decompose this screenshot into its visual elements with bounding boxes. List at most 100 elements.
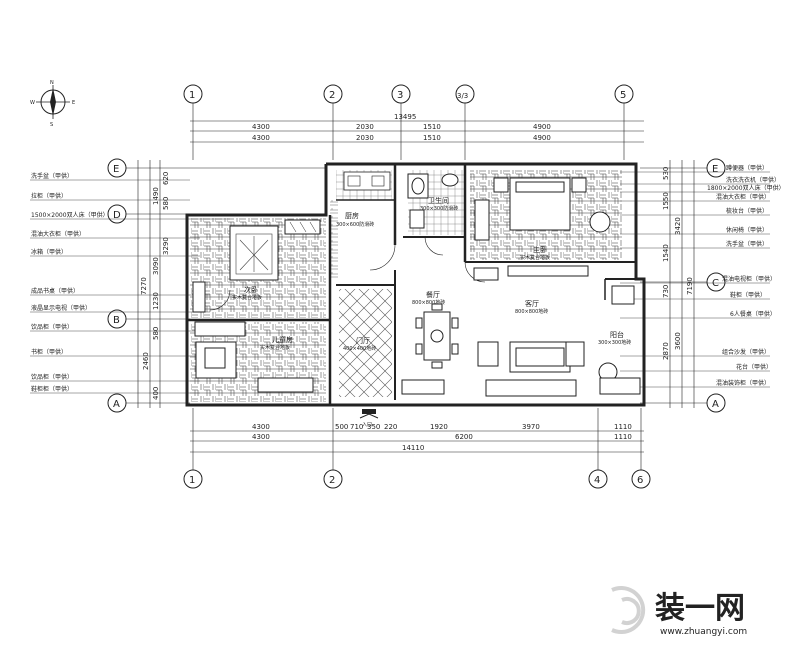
room-second: 次卧 [244,285,258,294]
label-right-1: 洗衣洗衣机（甲供） [726,176,780,184]
room-kids: 儿童房 [272,335,293,344]
room-bathroom: 卫生间 [428,196,449,205]
room-balcony-sub: 300×300地砖 [598,339,631,346]
label-right-5: 休闲椅（甲供） [726,226,768,234]
dim-bot-4300b: 4300 [252,433,270,441]
dim-top-4b: 4900 [533,134,551,142]
dim-top-3b: 1510 [423,134,441,142]
dim-top-2: 2030 [356,123,374,131]
axis-top-3: 3 [397,90,403,101]
axis-right-a: A [712,399,719,410]
dim-top-1: 4300 [252,123,270,131]
axis-top-5: 5 [620,90,626,101]
dim-right-2870: 2870 [662,342,670,360]
left-labels: 洗手盆（甲供） 拉柜（甲供） 1500×2000双人床（甲供） 混油大衣柜（甲供… [30,172,230,394]
label-right-0: 蹲便器（甲供） [726,164,768,172]
room-balcony: 阳台 [610,330,624,339]
top-dimensions: 13495 4300 2030 1510 4900 4300 2030 1510… [190,113,644,143]
room-kids-sub: 实木复合地板 [260,344,290,351]
right-labels: 蹲便器（甲供） 洗衣洗衣机（甲供） 1800×2000双人床（甲供） 混油大衣柜… [620,164,785,388]
dim-bot-3970: 3970 [522,423,540,431]
axis-right-c: C [712,278,719,289]
dim-right-1540: 1540 [662,244,670,262]
axis-top-1: 1 [189,90,195,101]
axis-top-2: 2 [329,90,335,101]
label-right-10: 组合沙发（甲供） [722,348,770,356]
dim-bot-1920: 1920 [430,423,448,431]
label-left-6: 液晶显示电视（甲供） [31,304,91,312]
room-master-sub: 实木复合地板 [520,254,550,261]
room-living-sub: 800×800地砖 [515,308,548,315]
room-bathroom-sub: 300×300防滑砖 [420,205,458,212]
dim-top-total: 13495 [394,113,416,121]
right-axis: E C A 530 1550 1540 730 2870 3420 3600 7… [640,158,726,413]
label-right-7: 混油电视柜（甲供） [722,275,776,283]
label-right-6: 洗手盆（甲供） [726,240,768,248]
dim-left-400: 400 [152,387,160,400]
label-left-9: 饮品柜（甲供） [31,373,73,381]
compass-n: N [50,80,54,86]
dim-right-3600: 3600 [674,332,682,350]
label-right-4: 梳妆台（甲供） [726,207,768,215]
axis-bot-4: 4 [594,475,600,486]
label-right-2: 1800×2000双人床（甲供） [707,184,785,192]
axis-right-e: E [712,164,718,175]
top-axis-bubbles: 1 2 3 3/3 5 [183,84,634,160]
dim-left-1230: 1230 [152,292,160,310]
dim-left-3090: 3090 [152,257,160,275]
room-labels: 厨房 300×600防滑砖 卫生间 300×300防滑砖 主卧 实木复合地板 次… [232,196,631,428]
watermark-logo [611,586,646,634]
dim-left-outer: 7270 [140,277,148,295]
dim-bot-1110a: 1110 [614,423,632,431]
compass: N S W E [30,80,75,128]
bottom-dimensions: 4300 500 710 350 220 1920 3970 1110 4300… [190,423,644,453]
axis-left-b: B [113,315,120,326]
room-dining-sub: 800×800地砖 [412,299,445,306]
axis-left-a: A [113,399,120,410]
entrance-label: 入口 [362,422,372,428]
dim-right-3420: 3420 [674,217,682,235]
label-left-4: 冰箱（甲供） [31,248,67,256]
axis-bot-1: 1 [189,475,195,486]
compass-s: S [50,122,53,128]
watermark-brand: 装一网 [655,591,745,626]
dim-bot-350: 350 [367,423,380,431]
axis-bot-2: 2 [329,475,335,486]
label-left-1: 拉柜（甲供） [31,192,67,200]
room-master: 主卧 [533,245,547,254]
dim-bot-500: 500 [335,423,348,431]
dim-top-3: 1510 [423,123,441,131]
label-left-8: 书柜（甲供） [31,348,67,356]
left-axis: E D B A 7270 1490 3290 580 620 3090 1230… [107,158,325,413]
dim-bot-710: 710 [350,423,363,431]
room-living: 客厅 [525,299,539,308]
dim-right-outer: 7190 [686,277,694,295]
dim-top-2b: 2030 [356,134,374,142]
dim-left-580b: 580 [152,327,160,340]
dim-top-4: 4900 [533,123,551,131]
dim-left-580a: 580 [162,197,170,210]
axis-top-3-3: 3/3 [457,92,468,100]
dim-top-1b: 4300 [252,134,270,142]
dim-left-620: 620 [162,172,170,185]
compass-w: W [30,100,35,106]
label-left-7: 饮品柜（甲供） [31,323,73,331]
label-left-5: 成品书桌（甲供） [31,287,79,295]
room-kitchen-sub: 300×600防滑砖 [336,221,374,228]
dim-right-730: 730 [662,285,670,298]
label-left-2: 1500×2000双人床（甲供） [31,211,109,219]
axis-left-d: D [113,210,121,221]
room-second-sub: 实木复合地板 [232,294,262,301]
label-right-8: 鞋柜（甲供） [730,291,766,299]
compass-e: E [72,100,75,106]
dim-left-2460: 2460 [142,352,150,370]
dim-bot-total: 14110 [402,444,424,452]
dim-bot-6200: 6200 [455,433,473,441]
plan-body [185,162,646,419]
label-right-3: 混油大衣柜（甲供） [716,193,770,201]
label-left-3: 混油大衣柜（甲供） [31,230,85,238]
room-foyer-sub: 400×400地砖 [343,345,376,352]
dim-bot-220: 220 [384,423,397,431]
watermark-url: www.zhuangyi.com [660,627,747,637]
